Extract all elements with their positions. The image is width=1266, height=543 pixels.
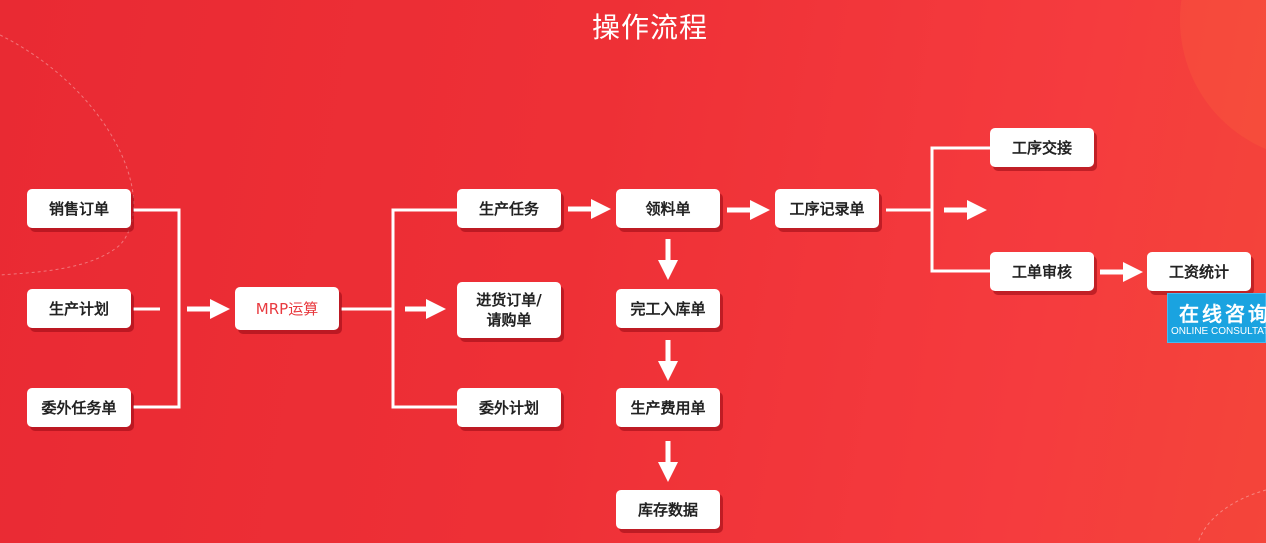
node-material-requisition[interactable]: 领料单 (616, 189, 720, 228)
node-production-task[interactable]: 生产任务 (457, 189, 561, 228)
node-inventory-data[interactable]: 库存数据 (616, 490, 720, 529)
page-title: 操作流程 (591, 11, 708, 44)
node-process-record[interactable]: 工序记录单 (775, 189, 879, 228)
consult-label-en: ONLINE CONSULTATION (1171, 326, 1266, 337)
node-outsource-plan[interactable]: 委外计划 (457, 388, 561, 427)
node-process-handover[interactable]: 工序交接 (990, 128, 1094, 167)
node-wage-statistics[interactable]: 工资统计 (1147, 252, 1251, 291)
node-sales-order[interactable]: 销售订单 (27, 189, 131, 228)
node-production-plan[interactable]: 生产计划 (27, 289, 131, 328)
node-production-cost[interactable]: 生产费用单 (616, 388, 720, 427)
node-work-order-review[interactable]: 工单审核 (990, 252, 1094, 291)
node-mrp[interactable]: MRP运算 (235, 287, 339, 330)
node-outsource-task[interactable]: 委外任务单 (27, 388, 131, 427)
consult-label-zh: 在线咨询 (1179, 302, 1266, 326)
online-consultation-button[interactable]: 在线咨询 ONLINE CONSULTATION (1167, 293, 1266, 343)
node-completion-warehousing[interactable]: 完工入库单 (616, 289, 720, 328)
node-purchase-order[interactable]: 进货订单/ 请购单 (457, 282, 561, 338)
